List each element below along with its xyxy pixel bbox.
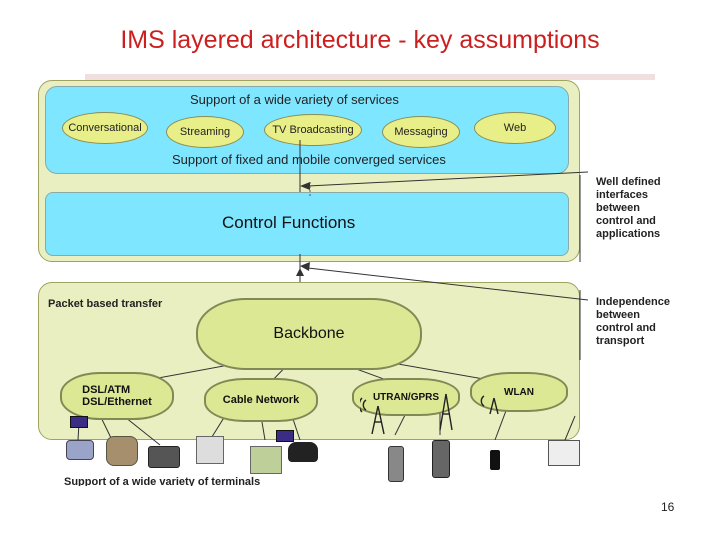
- control-layer: [45, 192, 569, 256]
- utran-cloud: UTRAN/GPRS: [352, 378, 460, 416]
- webcam-icon: [106, 436, 138, 466]
- cable-label: Cable Network: [222, 394, 300, 406]
- pc-icon: [196, 436, 224, 464]
- smartphone-icon: [432, 440, 450, 478]
- laptop-icon: [548, 440, 580, 466]
- backbone-cloud: Backbone: [196, 298, 422, 370]
- wlan-label: WLAN: [504, 386, 534, 398]
- page-number: 16: [661, 500, 675, 514]
- access-box-icon: [70, 416, 88, 428]
- service-web: Web: [474, 112, 556, 144]
- cable-cloud: Cable Network: [204, 378, 318, 422]
- annotation-interfaces: Well defined interfaces between control …: [596, 176, 661, 240]
- cable-modem-icon: [276, 430, 294, 442]
- transport-label: Packet based transfer: [48, 298, 163, 310]
- annotation-independence: Independence between control and transpo…: [596, 296, 670, 347]
- backbone-label: Backbone: [273, 325, 345, 342]
- service-streaming: Streaming: [166, 116, 244, 148]
- handset-icon: [288, 442, 318, 462]
- service-tv-broadcasting: TV Broadcasting: [264, 114, 362, 146]
- dsl-label: DSL/ATM DSL/Ethernet: [82, 384, 152, 408]
- slide-title: IMS layered architecture - key assumptio…: [120, 26, 600, 54]
- control-label: Control Functions: [222, 213, 356, 232]
- services-top-label: Support of a wide variety of services: [190, 92, 399, 107]
- utran-label: UTRAN/GPRS: [372, 391, 440, 403]
- mobile-phone-icon: [388, 446, 404, 482]
- phone-icon: [66, 440, 94, 460]
- service-conversational: Conversational: [62, 112, 148, 144]
- terminals-label: Support of a wide variety of terminals: [64, 476, 261, 486]
- service-messaging: Messaging: [382, 116, 460, 148]
- services-bottom-label: Support of fixed and mobile converged se…: [172, 152, 446, 167]
- desk-phone-icon: [148, 446, 180, 468]
- decorative-strip: [85, 74, 655, 80]
- wlan-cloud: WLAN: [470, 372, 568, 412]
- antenna-icons: [360, 393, 499, 435]
- pager-icon: [490, 450, 500, 470]
- tv-icon: [250, 446, 282, 474]
- dsl-cloud: DSL/ATM DSL/Ethernet: [60, 372, 174, 420]
